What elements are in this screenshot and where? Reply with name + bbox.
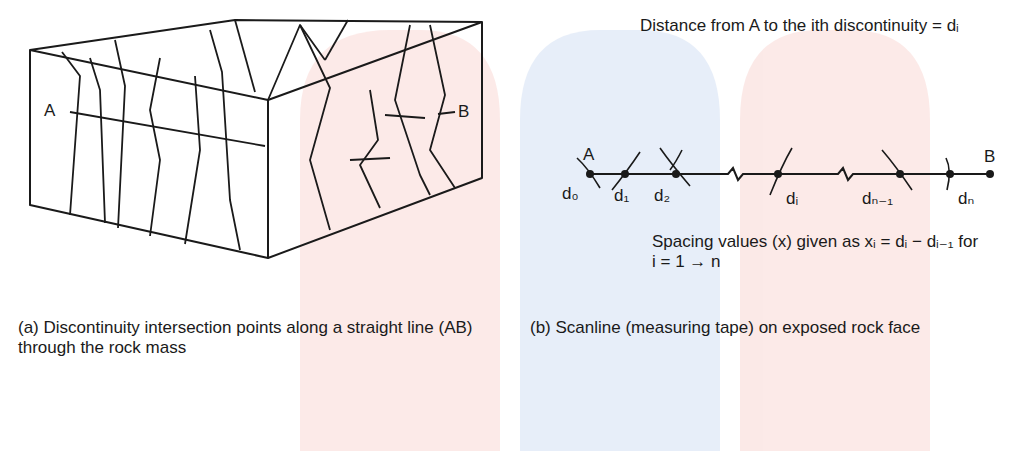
distance-label: d₁	[614, 186, 629, 206]
measuring-tape	[590, 168, 990, 180]
distance-label: d₀	[562, 184, 579, 204]
discontinuity-traces	[62, 20, 455, 250]
point-label: B	[984, 147, 995, 167]
scanline-ab	[70, 112, 455, 146]
distance-label: d₂	[654, 186, 670, 206]
caption-text: (a) Discontinuity intersection points al…	[18, 318, 498, 358]
caption-text: (b) Scanline (measuring tape) on exposed…	[530, 318, 950, 338]
intersection-dots	[586, 170, 994, 178]
point-label: B	[458, 102, 469, 122]
discontinuity-crossings	[577, 148, 949, 195]
distance-label: dₙ	[958, 189, 974, 209]
note-text: Spacing values (x) given as xᵢ = dᵢ − dᵢ…	[652, 232, 982, 272]
point-label: A	[44, 101, 55, 121]
rock-block	[30, 20, 482, 258]
distance-label: dᵢ	[786, 189, 798, 209]
point-label: A	[583, 145, 594, 165]
distance-label: dₙ₋₁	[862, 189, 893, 209]
note-text: Distance from A to the ith discontinuity…	[640, 16, 980, 36]
